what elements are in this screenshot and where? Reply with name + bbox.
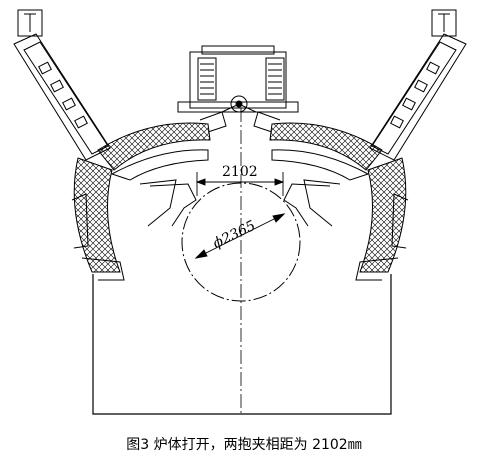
right-clamp-assembly bbox=[253, 9, 467, 281]
opening-dimension bbox=[195, 172, 285, 196]
diameter-leader bbox=[194, 213, 286, 259]
furnace-circle bbox=[181, 182, 301, 302]
opening-dimension-label: 2102 bbox=[222, 164, 258, 180]
furnace-lower-body bbox=[92, 274, 392, 415]
pivot-hinge bbox=[221, 95, 257, 113]
jaw-tips bbox=[149, 183, 331, 227]
figure-caption: 图3 炉体打开，两抱夹相距为 2102㎜ bbox=[126, 437, 362, 453]
left-clamp-assembly bbox=[13, 9, 227, 281]
diameter-label: ϕ2365 bbox=[211, 218, 259, 252]
